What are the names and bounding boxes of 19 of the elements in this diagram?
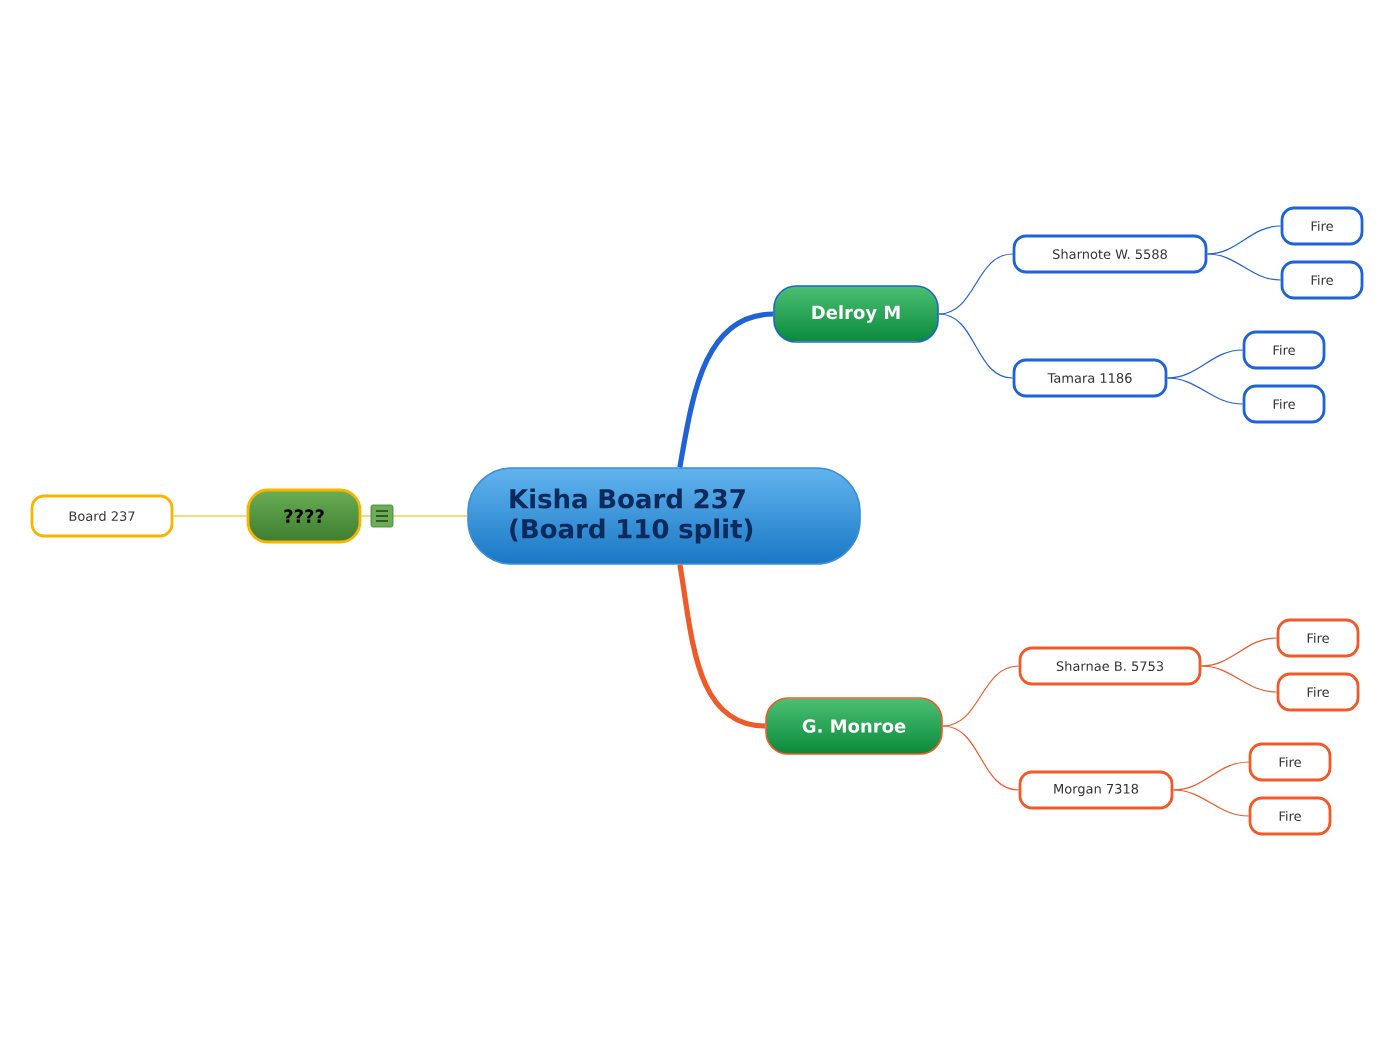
connector	[1166, 349, 1244, 379]
connector	[677, 564, 766, 729]
connector	[1200, 665, 1278, 693]
connector	[1166, 377, 1244, 405]
connector	[1206, 225, 1282, 255]
connector	[172, 515, 248, 517]
connector	[1206, 253, 1282, 281]
topic-box: Delroy M	[773, 285, 939, 343]
connector	[938, 313, 1014, 379]
connector	[1200, 637, 1278, 667]
connector	[938, 253, 1014, 315]
topic-box: ????	[246, 488, 362, 544]
connector	[1172, 789, 1250, 817]
central-topic: Kisha Board 237 (Board 110 split)	[467, 467, 861, 565]
connector	[942, 665, 1020, 727]
connector	[677, 311, 774, 468]
topic-box: G. Monroe	[765, 697, 943, 755]
connector	[1172, 761, 1250, 791]
connector	[942, 725, 1020, 791]
